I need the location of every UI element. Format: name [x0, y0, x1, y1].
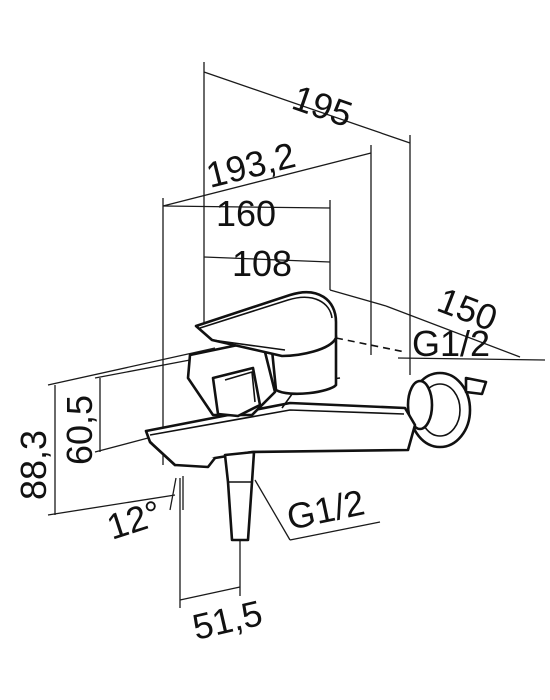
label-spout-offset: 51,5 — [189, 592, 267, 648]
dim-line-195 — [203, 71, 411, 144]
spout-top-edge — [149, 409, 405, 436]
dim-line-inlet-thread — [397, 357, 546, 361]
label-height-spout: 60,5 — [59, 395, 100, 465]
dim-line-angle-a — [169, 477, 177, 511]
ext-line-60-5-top — [94, 359, 191, 379]
label-width-body: 193,2 — [202, 134, 299, 196]
label-width-lever-end: 160 — [216, 193, 276, 234]
connector-nut — [406, 379, 434, 431]
dim-line-outlet-thread — [289, 521, 381, 541]
label-height-total: 88,3 — [13, 430, 54, 500]
label-inlet-thread: G1/2 — [412, 323, 490, 364]
dim-line-150 — [385, 305, 521, 358]
dimension-labels: 195 193,2 160 108 150 G1/2 88,3 60,5 12°… — [13, 77, 503, 648]
dimension-lines — [47, 62, 546, 608]
lever-top-edge — [199, 296, 333, 329]
label-spout-angle: 12° — [102, 492, 166, 548]
label-width-lever: 108 — [232, 243, 292, 284]
outlet-pipe — [223, 450, 256, 542]
inlet-thread — [464, 376, 488, 396]
diverter-knob-edge — [224, 370, 256, 403]
label-width-overall: 195 — [287, 77, 357, 135]
spout-outlet — [149, 441, 217, 469]
ext-line-150 — [329, 289, 387, 307]
dim-line-51-5 — [179, 586, 241, 601]
dim-line-108 — [203, 256, 331, 263]
mixer-body — [144, 290, 488, 542]
diverter-knob — [211, 366, 262, 418]
ext-line-88-3-top — [47, 347, 216, 386]
lever-handle — [194, 290, 338, 358]
leader-outlet-thread — [254, 479, 291, 541]
dim-line-160 — [162, 205, 331, 209]
lever-bottom-edge — [211, 339, 286, 351]
ext-line-88-3-bottom — [47, 494, 176, 516]
label-outlet-thread: G1/2 — [283, 481, 368, 537]
ext-line-60-5-bottom — [94, 437, 149, 453]
dim-line-193-2 — [162, 152, 372, 207]
